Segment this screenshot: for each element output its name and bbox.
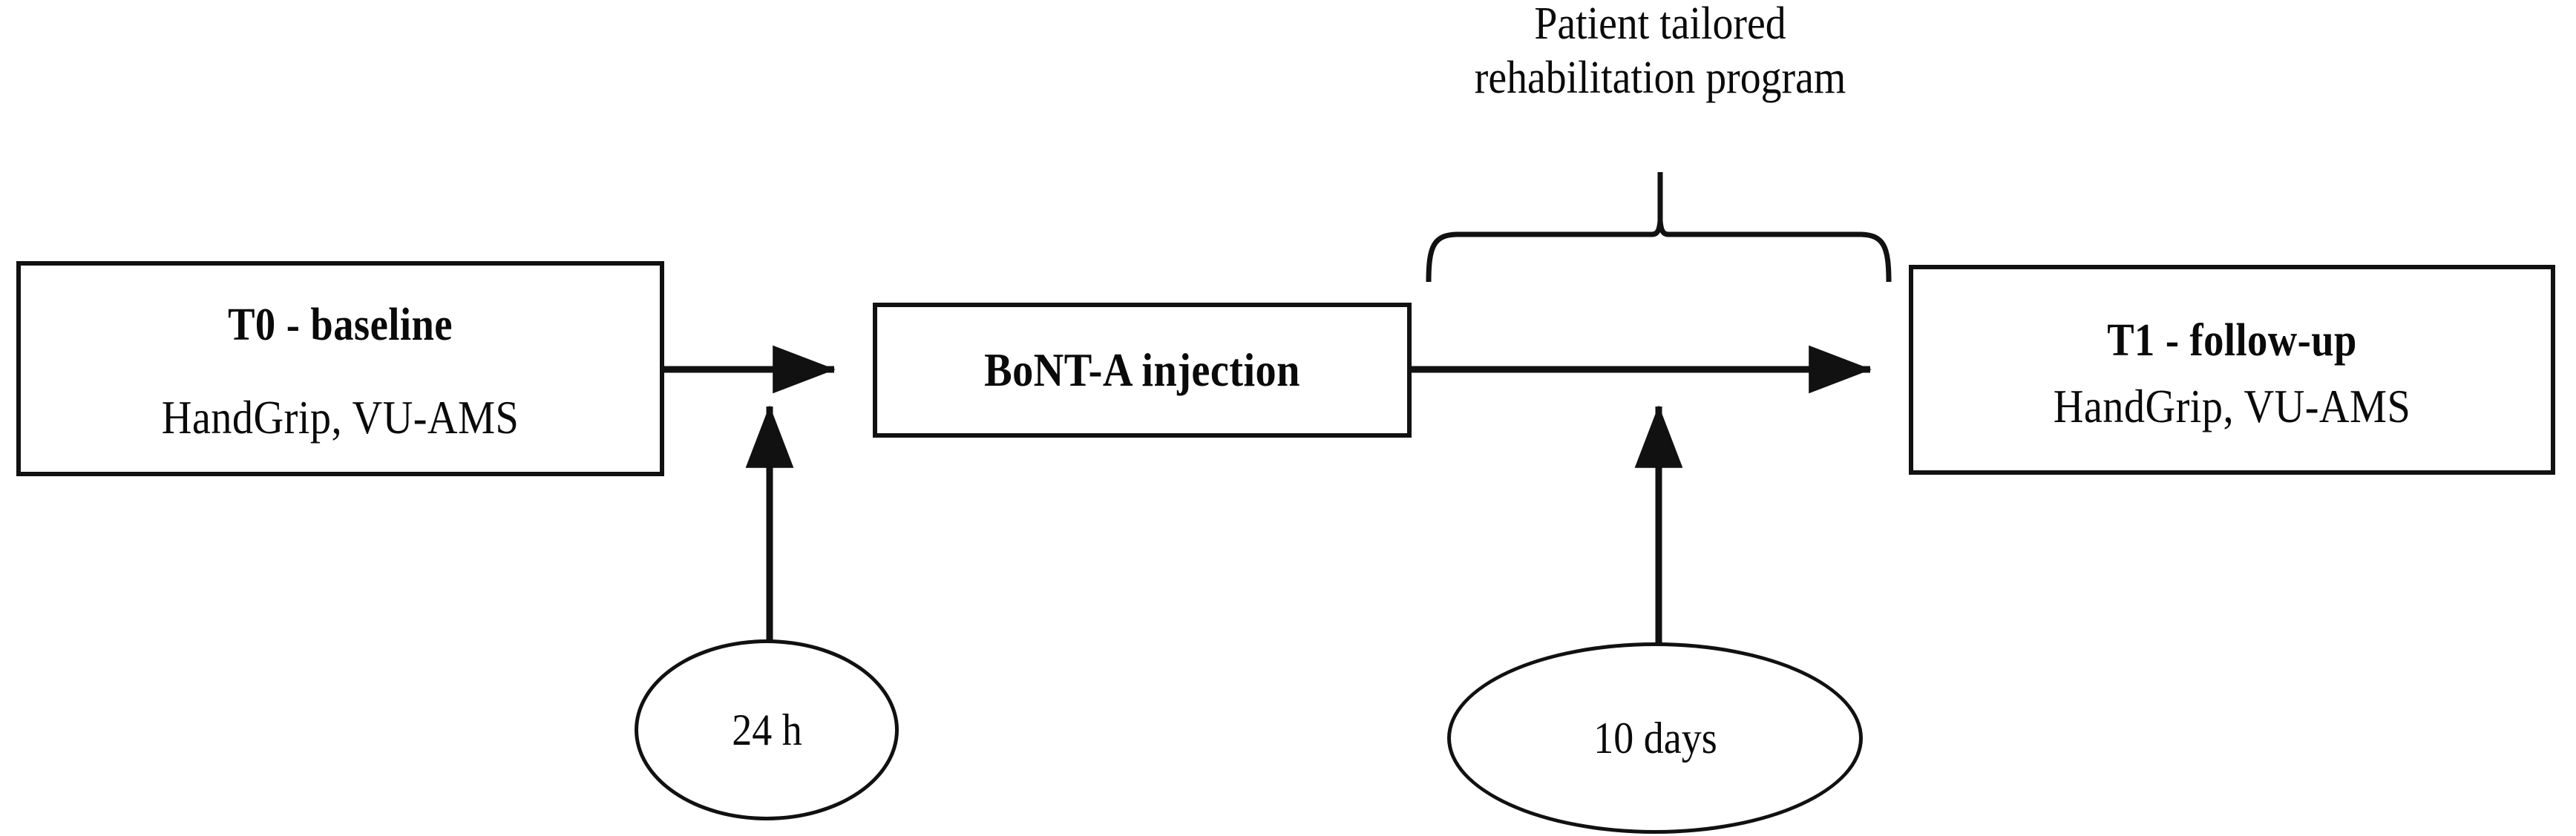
node-t1-follow-up[interactable]: T1 - follow-up HandGrip, VU-AMS — [1909, 265, 2555, 475]
rehabilitation-brace-icon — [1426, 172, 1892, 283]
node-t0-title: T0 - baseline — [228, 300, 453, 350]
interval-24h-label: 24 h — [731, 705, 802, 754]
node-bont-title: BoNT-A injection — [984, 343, 1300, 396]
node-t0-baseline[interactable]: T0 - baseline HandGrip, VU-AMS — [16, 261, 664, 476]
node-t0-subtitle: HandGrip, VU-AMS — [161, 391, 520, 444]
node-t1-title: T1 - follow-up — [2107, 315, 2357, 366]
brace-label-line-2: rehabilitation program — [1474, 53, 1846, 104]
node-interval-10-days[interactable]: 10 days — [1447, 642, 1863, 834]
brace-label-line-1: Patient tailored — [1534, 0, 1786, 49]
rehabilitation-program-label: Patient tailored rehabilitation program — [1289, 0, 2031, 105]
node-interval-24h[interactable]: 24 h — [635, 639, 899, 820]
node-bont-a-injection[interactable]: BoNT-A injection — [873, 303, 1412, 438]
node-t1-subtitle: HandGrip, VU-AMS — [2053, 379, 2411, 432]
interval-10-days-label: 10 days — [1593, 714, 1717, 763]
